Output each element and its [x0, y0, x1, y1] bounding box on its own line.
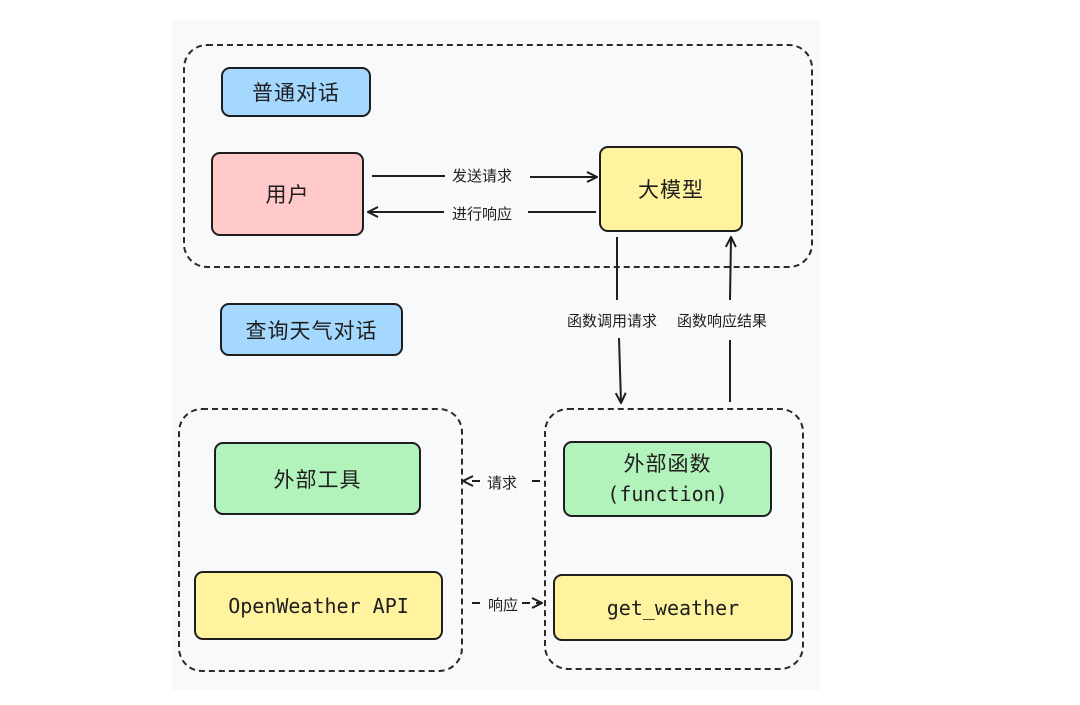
response-label: 响应 — [488, 596, 519, 614]
get-weather-node: get_weather — [553, 574, 793, 641]
external-tool-node: 外部工具 — [214, 442, 421, 515]
llm-node-label: 大模型 — [638, 178, 704, 202]
weather-chat-tag: 查询天气对话 — [220, 303, 403, 356]
external-function-node-label-2: (function) — [607, 482, 728, 506]
user-node-label: 用户 — [265, 183, 310, 207]
user-node: 用户 — [211, 152, 364, 236]
llm-node: 大模型 — [599, 146, 743, 232]
openweather-node: OpenWeather API — [194, 571, 443, 640]
normal-chat-tag-label: 普通对话 — [252, 81, 340, 105]
external-tool-node-label: 外部工具 — [273, 467, 362, 492]
get-weather-node-label: get_weather — [606, 595, 740, 620]
function-response-label: 函数响应结果 — [677, 312, 768, 330]
normal-chat-group — [183, 44, 813, 268]
request-label: 请求 — [487, 474, 518, 492]
weather-chat-tag-label: 查询天气对话 — [245, 318, 378, 343]
external-function-node: 外部函数 (function) — [563, 441, 772, 517]
normal-chat-tag: 普通对话 — [221, 67, 371, 117]
external-function-group — [544, 408, 804, 670]
function-call-arrow-tail — [619, 337, 621, 402]
respond-label: 进行响应 — [452, 205, 513, 223]
send-request-label: 发送请求 — [452, 167, 513, 185]
function-response-arrow-tail — [730, 238, 731, 301]
external-function-node-label-1: 外部函数 — [623, 452, 712, 476]
external-tool-group — [178, 408, 463, 672]
openweather-node-label: OpenWeather API — [228, 593, 409, 618]
function-call-label: 函数调用请求 — [567, 312, 658, 330]
